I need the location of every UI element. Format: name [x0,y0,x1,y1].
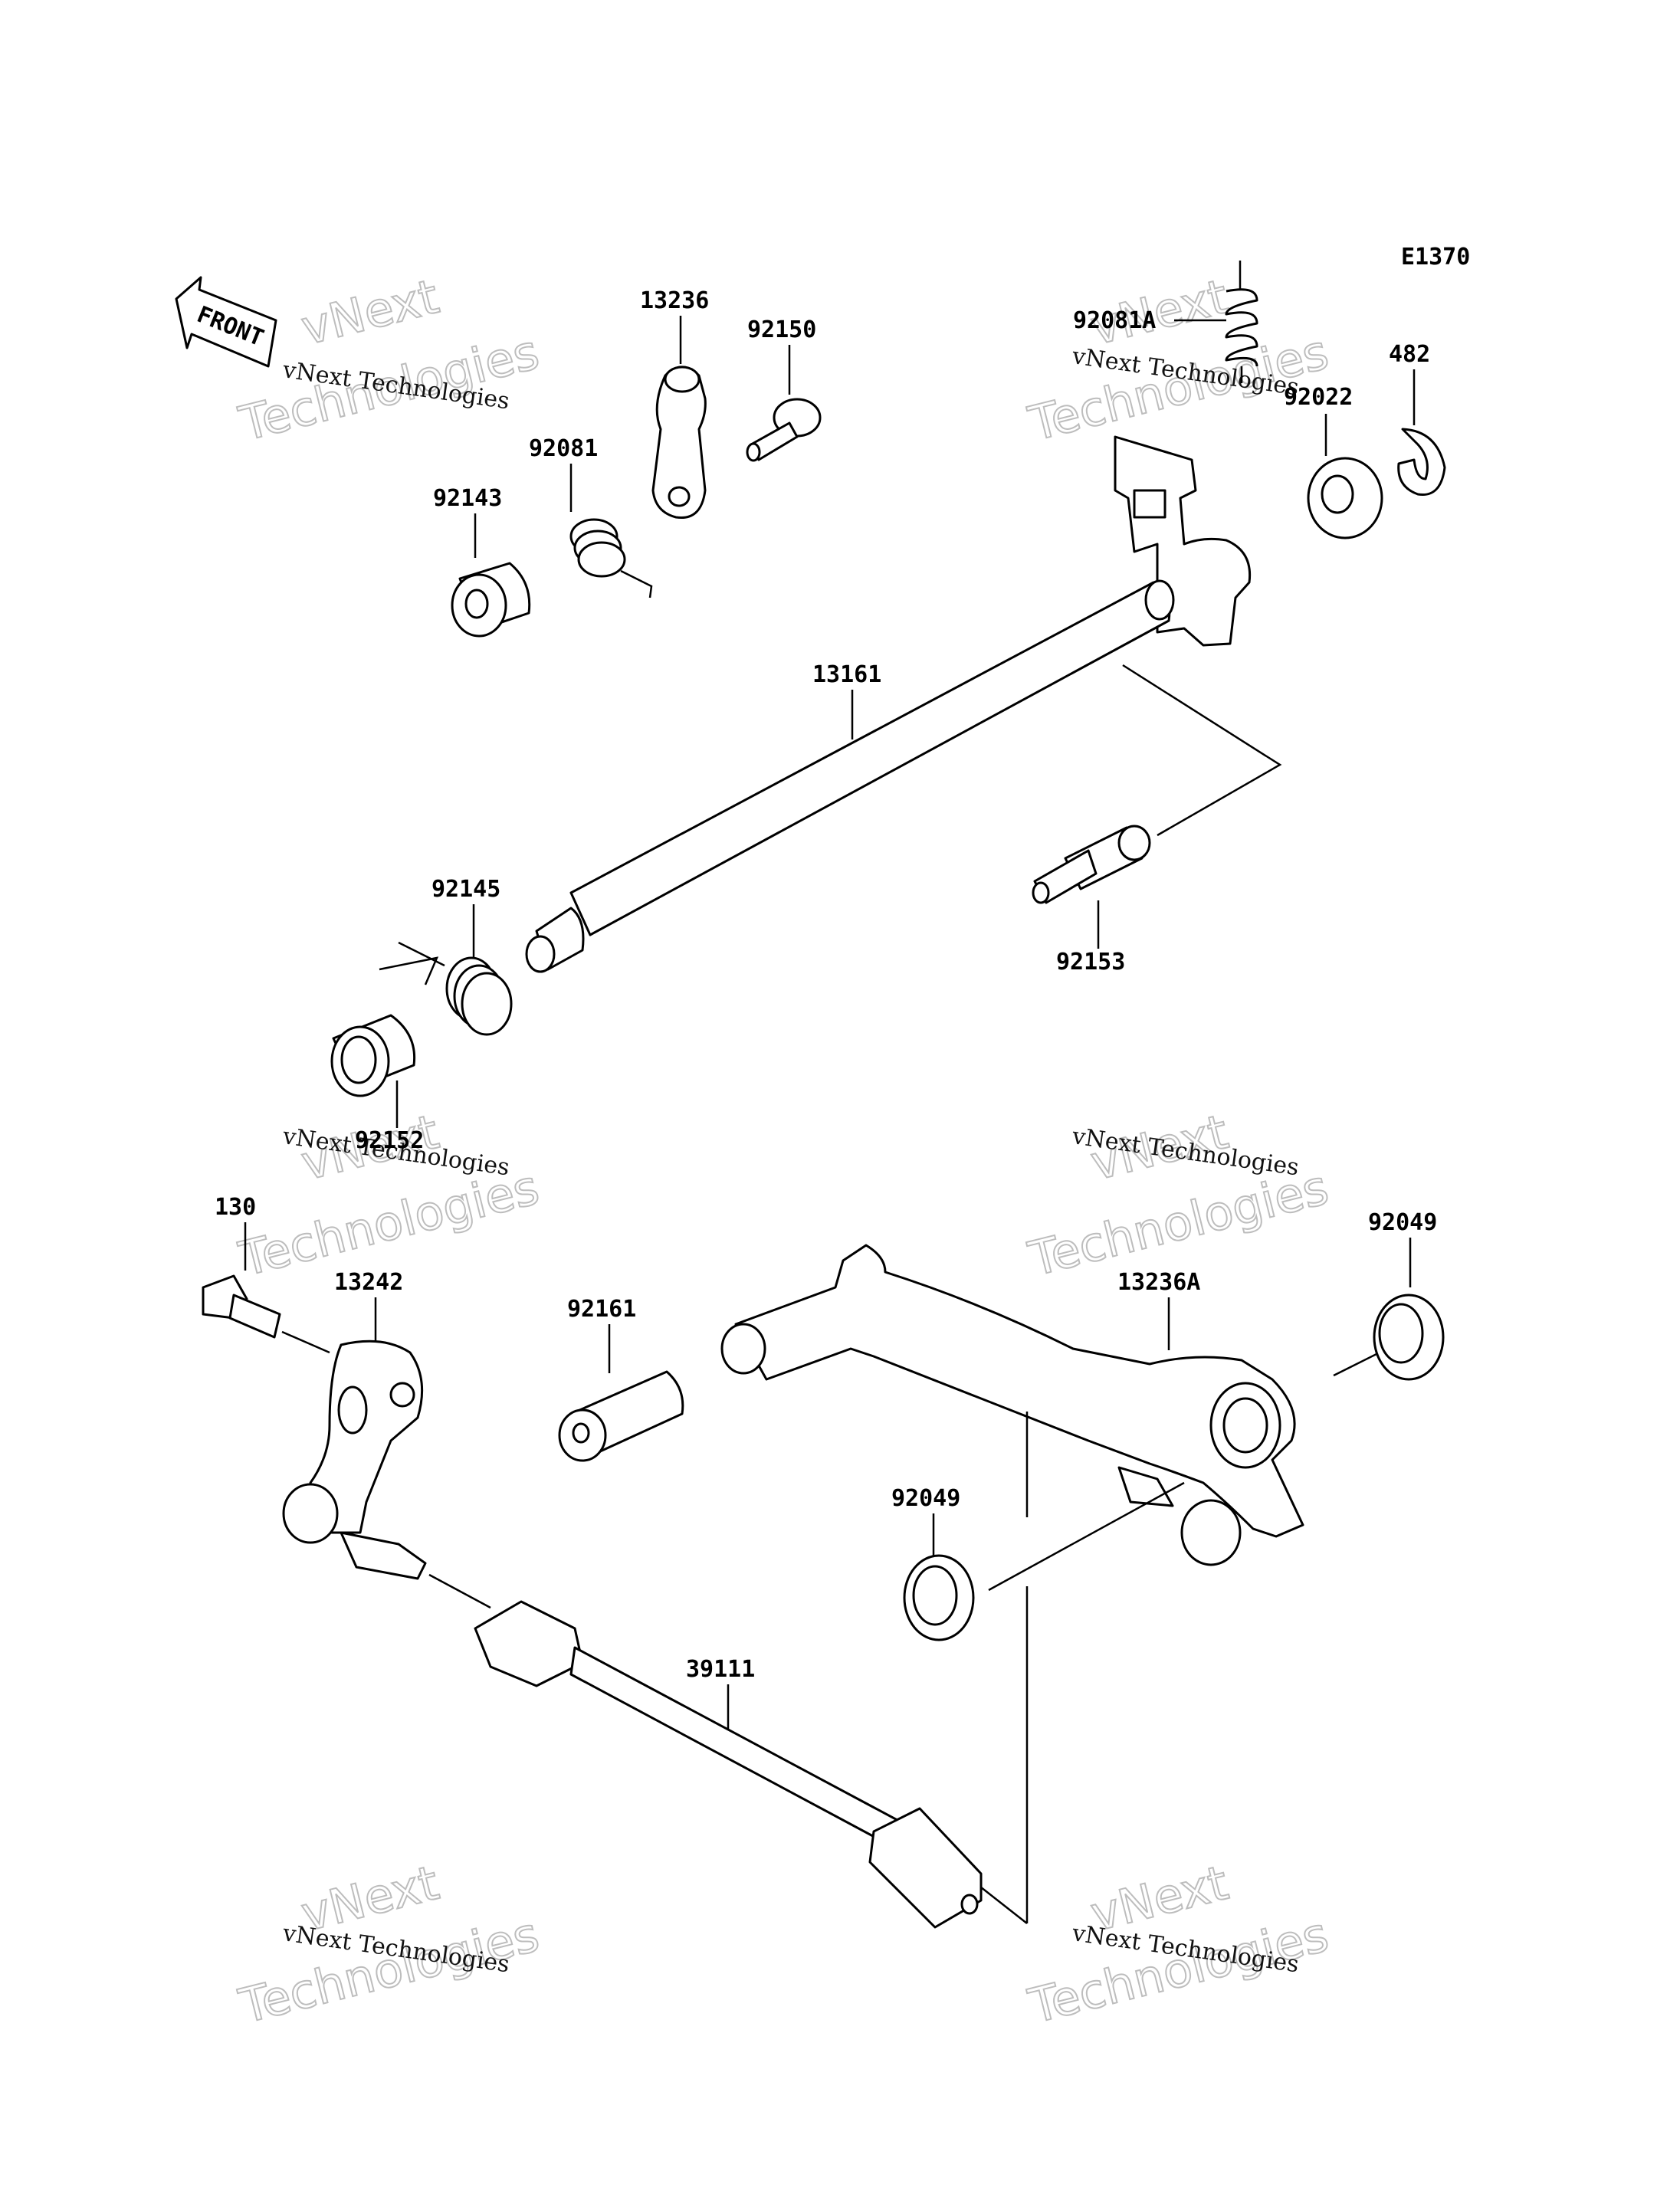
label-92153: 92153 [1056,949,1125,976]
label-13236: 13236 [640,287,709,314]
label-92150: 92150 [747,316,816,343]
front-arrow-icon: FRONT [175,276,277,368]
label-13242: 13242 [334,1269,403,1296]
part-92081-spring [569,518,653,598]
label-13161: 13161 [812,661,881,688]
label-92049-bottom: 92049 [891,1485,960,1512]
part-92143-collar [451,562,531,638]
part-92145-spring [379,941,513,1036]
label-92081: 92081 [529,435,598,462]
part-92049-top-washer [1373,1294,1445,1381]
part-39111-tie-rod [474,1600,983,1929]
watermark-bottom-left: vNext Technologies vNext Technologies [233,1854,545,2035]
watermark-mid-right: vNext Technologies vNext Technologies [1022,1103,1334,1288]
label-39111: 39111 [686,1656,755,1683]
label-92022: 92022 [1284,384,1353,411]
part-92081A-spring [1225,261,1258,383]
part-130-bolt [202,1274,330,1354]
part-92152-collar [330,1014,416,1097]
svg-text:vNext: vNext [296,268,444,356]
label-92143: 92143 [433,485,502,512]
label-92152: 92152 [355,1127,424,1154]
part-13161-shift-shaft [525,435,1252,973]
label-130: 130 [215,1194,256,1221]
diagram-code: E1370 [1401,244,1470,271]
part-92049-bottom-washer [903,1554,975,1641]
part-92153-stud [1032,825,1151,904]
label-92049-top: 92049 [1368,1209,1437,1236]
label-482: 482 [1389,341,1430,368]
part-92161-pedal-rubber [558,1370,684,1462]
part-13236-stopper-arm [651,366,707,520]
label-92081A: 92081A [1073,307,1156,334]
part-482-circlip [1397,428,1446,497]
part-13236A-shift-pedal [720,1244,1304,1566]
part-92022-washer [1307,457,1383,539]
label-92161: 92161 [567,1296,636,1323]
watermark-top-right: vNext Technologies vNext Technologies [1022,267,1334,453]
part-92150-bolt [746,398,822,462]
watermark-top-left: vNext Technologies vNext Technologies [233,267,545,453]
watermark-bottom-right: vNext Technologies vNext Technologies [1022,1854,1334,2035]
label-13236A: 13236A [1117,1269,1200,1296]
part-13242-arm [282,1340,491,1609]
label-92145: 92145 [431,876,500,903]
